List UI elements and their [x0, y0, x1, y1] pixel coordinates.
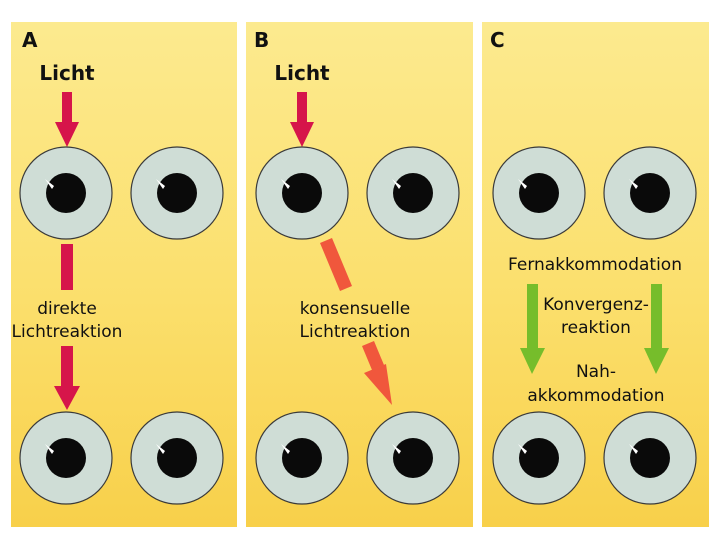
panel-c-eye-top-left — [492, 146, 586, 240]
panel-a-light-arrow — [55, 92, 79, 147]
panel-c-left-accommodation-arrow — [520, 284, 545, 374]
panel-b-consensual-reaction-arrow — [320, 238, 392, 405]
panel-b-eye-top-right — [366, 146, 460, 240]
panel-b-caption-line2: Lichtreaktion — [300, 322, 411, 342]
panel-b-caption-line1: konsensuelle — [300, 299, 411, 319]
panel-a-light-label: Licht — [39, 61, 95, 85]
panel-a-eye-top-right — [130, 146, 224, 240]
panel-c-near-accommodation-label-line2: akkommodation — [527, 386, 664, 406]
panel-a-letter: A — [22, 28, 38, 52]
panel-a-caption-line1: direkte — [37, 299, 97, 319]
panel-c-eye-top-right — [603, 146, 697, 240]
panel-b-eye-bottom-right — [366, 411, 460, 505]
panel-c-letter: C — [490, 28, 505, 52]
panel-b-light-arrow — [290, 92, 314, 147]
panel-b-light-label: Licht — [274, 61, 330, 85]
panel-c-near-accommodation-label-line1: Nah- — [576, 362, 616, 382]
panel-a-direct-reaction-arrow — [54, 244, 80, 410]
panel-c-convergence-label-line2: reaktion — [561, 318, 631, 338]
panel-a-eye-top-left — [19, 146, 113, 240]
panel-a-eye-bottom-right — [130, 411, 224, 505]
panel-c-far-accommodation-label: Fernakkommodation — [508, 255, 682, 275]
panel-c-eye-bottom-left — [492, 411, 586, 505]
panel-c-convergence-label-line1: Konvergenz- — [543, 295, 649, 315]
panel-a-caption-line2: Lichtreaktion — [12, 322, 123, 342]
panel-c-right-accommodation-arrow — [644, 284, 669, 374]
panel-a-eye-bottom-left — [19, 411, 113, 505]
panel-b-eye-bottom-left — [255, 411, 349, 505]
panel-b-letter: B — [254, 28, 269, 52]
panel-b-eye-top-left — [255, 146, 349, 240]
panel-c-eye-bottom-right — [603, 411, 697, 505]
